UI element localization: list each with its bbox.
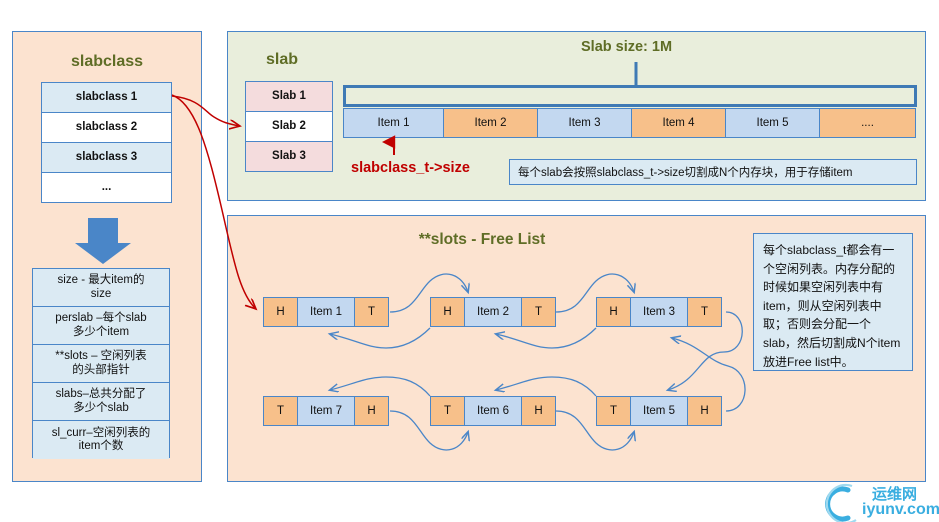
field-line-1: size - 最大item的 <box>57 274 145 287</box>
slab-list-item[interactable]: Slab 1 <box>246 82 332 112</box>
slab-list-item[interactable]: Slab 2 <box>246 112 332 142</box>
freelist-node[interactable]: T Item 6 H <box>430 396 556 426</box>
node-head-cell[interactable]: H <box>263 297 298 327</box>
field-line-1: perslab –每个slab <box>55 312 147 325</box>
slabclass-list-item[interactable]: slabclass 1 <box>42 83 171 113</box>
watermark-line-1: 运维网 <box>872 486 918 503</box>
slab-item[interactable]: .... <box>819 108 916 138</box>
node-tail-cell[interactable]: T <box>354 297 389 327</box>
freelist-node[interactable]: T Item 5 H <box>596 396 722 426</box>
node-head-cell[interactable]: H <box>354 396 389 426</box>
slabclass-list-item[interactable]: slabclass 3 <box>42 143 171 173</box>
slab-item[interactable]: Item 2 <box>443 108 538 138</box>
node-head-cell[interactable]: H <box>596 297 631 327</box>
node-item-cell[interactable]: Item 5 <box>630 396 688 426</box>
slab-panel-title: slab <box>266 51 299 68</box>
circle-swoosh-icon <box>825 483 857 522</box>
node-tail-cell[interactable]: T <box>687 297 722 327</box>
node-tail-cell[interactable]: T <box>521 297 556 327</box>
node-item-cell[interactable]: Item 3 <box>630 297 688 327</box>
node-tail-cell[interactable]: T <box>263 396 298 426</box>
freelist-node[interactable]: T Item 7 H <box>263 396 389 426</box>
field-line-2: size <box>90 287 112 300</box>
field-line-1: **slots – 空闲列表 <box>55 350 147 363</box>
freelist-node[interactable]: H Item 1 T <box>263 297 389 327</box>
field-line-2: 多少个item <box>72 325 130 338</box>
slab-item[interactable]: Item 3 <box>537 108 632 138</box>
slabclass-list-item[interactable]: slabclass 2 <box>42 113 171 143</box>
slabclass-fields-list: size - 最大item的 size perslab –每个slab 多少个i… <box>32 268 170 459</box>
slab-item[interactable]: Item 1 <box>343 108 444 138</box>
field-line-2: item个数 <box>78 440 124 452</box>
field-line-1: slabs–总共分配了 <box>55 388 147 401</box>
slabclass-field: size - 最大item的 size <box>33 269 169 307</box>
node-item-cell[interactable]: Item 7 <box>297 396 355 426</box>
field-line-2: 的头部指针 <box>72 363 130 376</box>
slabclass-list[interactable]: slabclass 1 slabclass 2 slabclass 3 ... <box>41 82 172 203</box>
freelist-node[interactable]: H Item 2 T <box>430 297 556 327</box>
slab-extent-bar <box>343 85 917 107</box>
field-line-2: 多少个slab <box>73 401 129 414</box>
node-head-cell[interactable]: H <box>430 297 465 327</box>
slabclass-field: **slots – 空闲列表 的头部指针 <box>33 345 169 383</box>
node-tail-cell[interactable]: T <box>430 396 465 426</box>
slab-item[interactable]: Item 5 <box>725 108 820 138</box>
node-item-cell[interactable]: Item 1 <box>297 297 355 327</box>
slabclass-field: perslab –每个slab 多少个item <box>33 307 169 345</box>
node-head-cell[interactable]: H <box>521 396 556 426</box>
slabclass-list-item[interactable]: ... <box>42 173 171 202</box>
slab-list-item[interactable]: Slab 3 <box>246 142 332 171</box>
node-head-cell[interactable]: H <box>687 396 722 426</box>
freelist-note: 每个slabclass_t都会有一个空闲列表。内存分配的时候如果空闲列表中有it… <box>753 233 913 371</box>
slab-note: 每个slab会按照slabclass_t->size切割成N个内存块，用于存储i… <box>509 159 917 185</box>
slabclass-field: sl_curr–空闲列表的 item个数 <box>33 421 169 459</box>
slabclass-size-pointer-label: slabclass_t->size <box>351 160 470 176</box>
node-tail-cell[interactable]: T <box>596 396 631 426</box>
freelist-node[interactable]: H Item 3 T <box>596 297 722 327</box>
node-item-cell[interactable]: Item 2 <box>464 297 522 327</box>
slab-size-label: Slab size: 1M <box>581 39 673 55</box>
node-item-cell[interactable]: Item 6 <box>464 396 522 426</box>
slabclass-panel-title: slabclass <box>70 53 144 70</box>
field-line-1: sl_curr–空闲列表的 <box>51 426 151 439</box>
slab-item[interactable]: Item 4 <box>631 108 726 138</box>
slabclass-field: slabs–总共分配了 多少个slab <box>33 383 169 421</box>
watermark-line-2: iyunv.com <box>862 501 939 518</box>
slab-item-strip: Item 1 Item 2 Item 3 Item 4 Item 5 .... <box>343 108 917 138</box>
freelist-panel-title: **slots - Free List <box>418 231 546 248</box>
slab-list[interactable]: Slab 1 Slab 2 Slab 3 <box>245 81 333 172</box>
